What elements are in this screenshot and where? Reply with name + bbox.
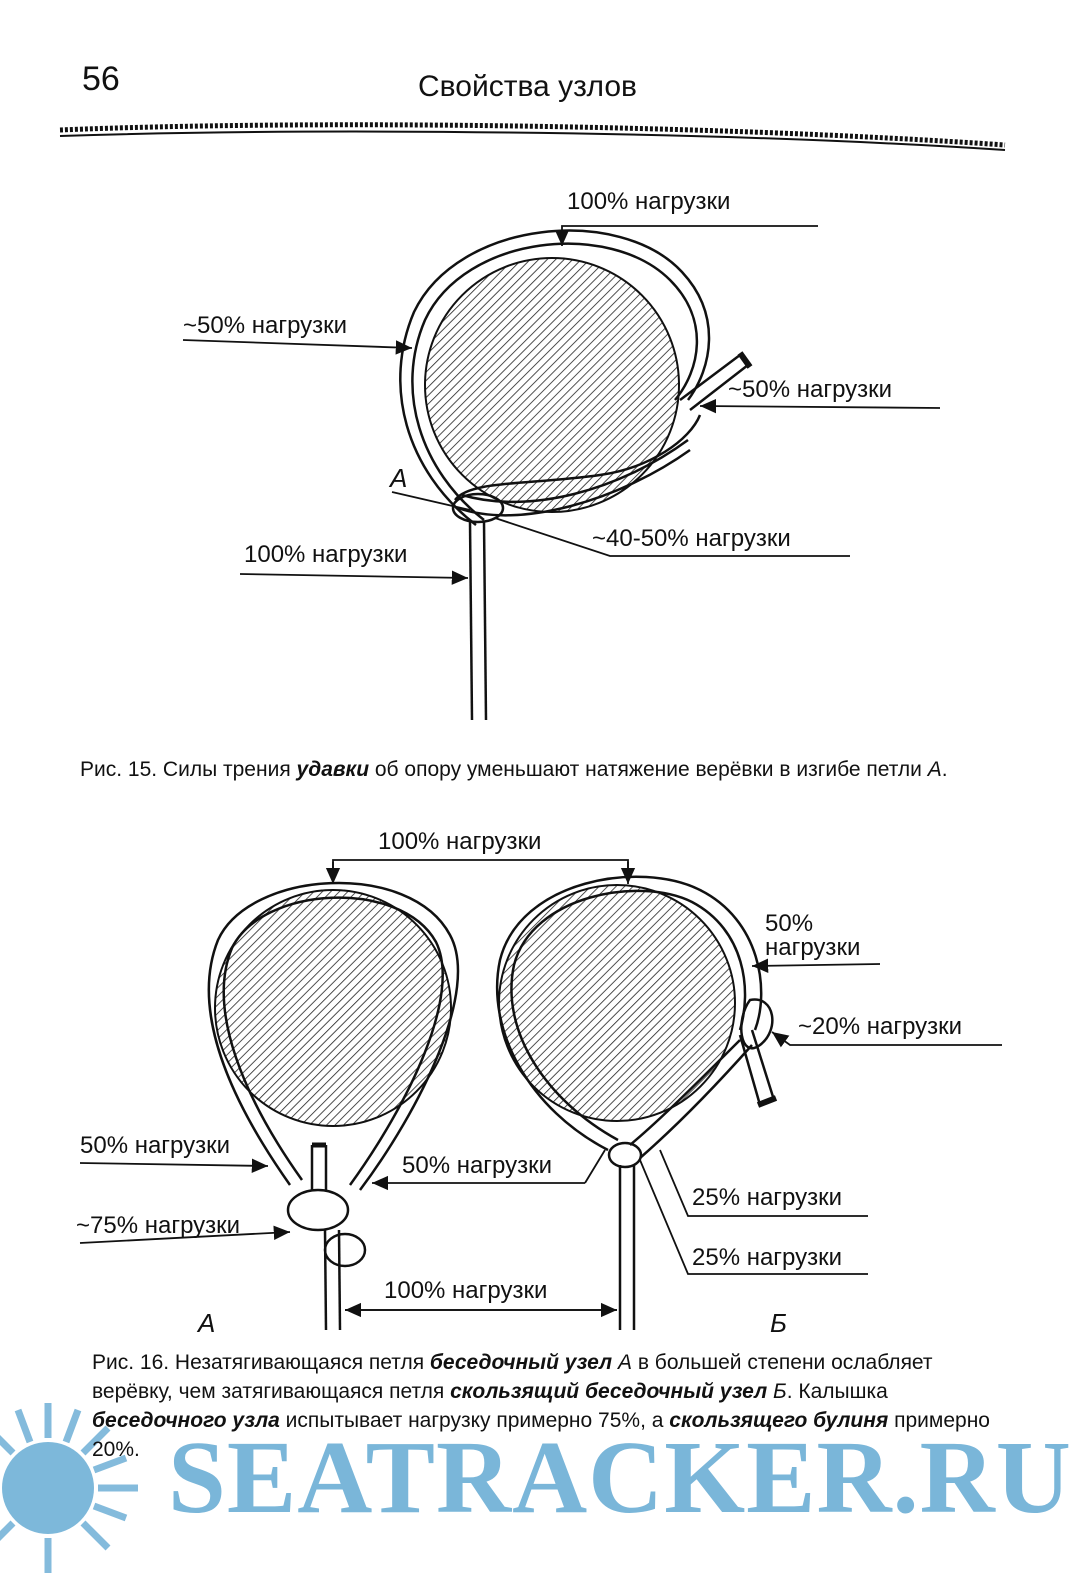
support-post-a xyxy=(214,889,452,1127)
fig16-label-top: 100% нагрузки xyxy=(378,828,542,855)
fig16-label-25b: 25% нагрузки xyxy=(692,1244,843,1271)
fig16-label-right-20: ~20% нагрузки xyxy=(798,1013,963,1040)
figure-16-b xyxy=(495,875,778,1330)
fig15-label-a: А xyxy=(390,463,408,493)
rope-divider xyxy=(59,122,1006,148)
fig16-label-right-50a: 50% xyxy=(765,910,814,937)
watermark-text: SEATRACKER.RU xyxy=(168,1420,1072,1535)
fig16-label-bottom: 100% нагрузки xyxy=(384,1277,548,1304)
fig16-label-left-50: 50% нагрузки xyxy=(80,1132,231,1159)
fig15-caption: Рис. 15. Силы трения удавки об опору уме… xyxy=(80,758,948,781)
fig16-label-mid-50: 50% нагрузки xyxy=(402,1152,553,1179)
fig15-label-left: ~50% нагрузки xyxy=(183,312,348,339)
fig16-letter-b: Б xyxy=(770,1308,787,1338)
support-post xyxy=(424,257,680,513)
page-number: 56 xyxy=(82,60,120,98)
fig16-letter-a: А xyxy=(198,1308,216,1338)
watermark-sun-icon xyxy=(0,1403,138,1573)
fig16-caption: Рис. 16. Незатягивающаяся петля беседочн… xyxy=(92,1351,990,1461)
fig16-label-left-75: ~75% нагрузки xyxy=(76,1212,241,1239)
figure-15 xyxy=(182,225,941,721)
fig16-label-right-50b: нагрузки xyxy=(765,934,861,961)
figure-16-a xyxy=(207,881,460,1331)
fig15-label-right: ~50% нагрузки xyxy=(728,376,893,403)
fig15-label-top: 100% нагрузки xyxy=(567,188,731,215)
running-head: Свойства узлов xyxy=(418,70,637,103)
fig15-label-knot: ~40-50% нагрузки xyxy=(592,525,791,552)
fig16-label-25a: 25% нагрузки xyxy=(692,1184,843,1211)
support-post-b xyxy=(498,884,736,1122)
fig15-label-stem: 100% нагрузки xyxy=(244,541,408,568)
